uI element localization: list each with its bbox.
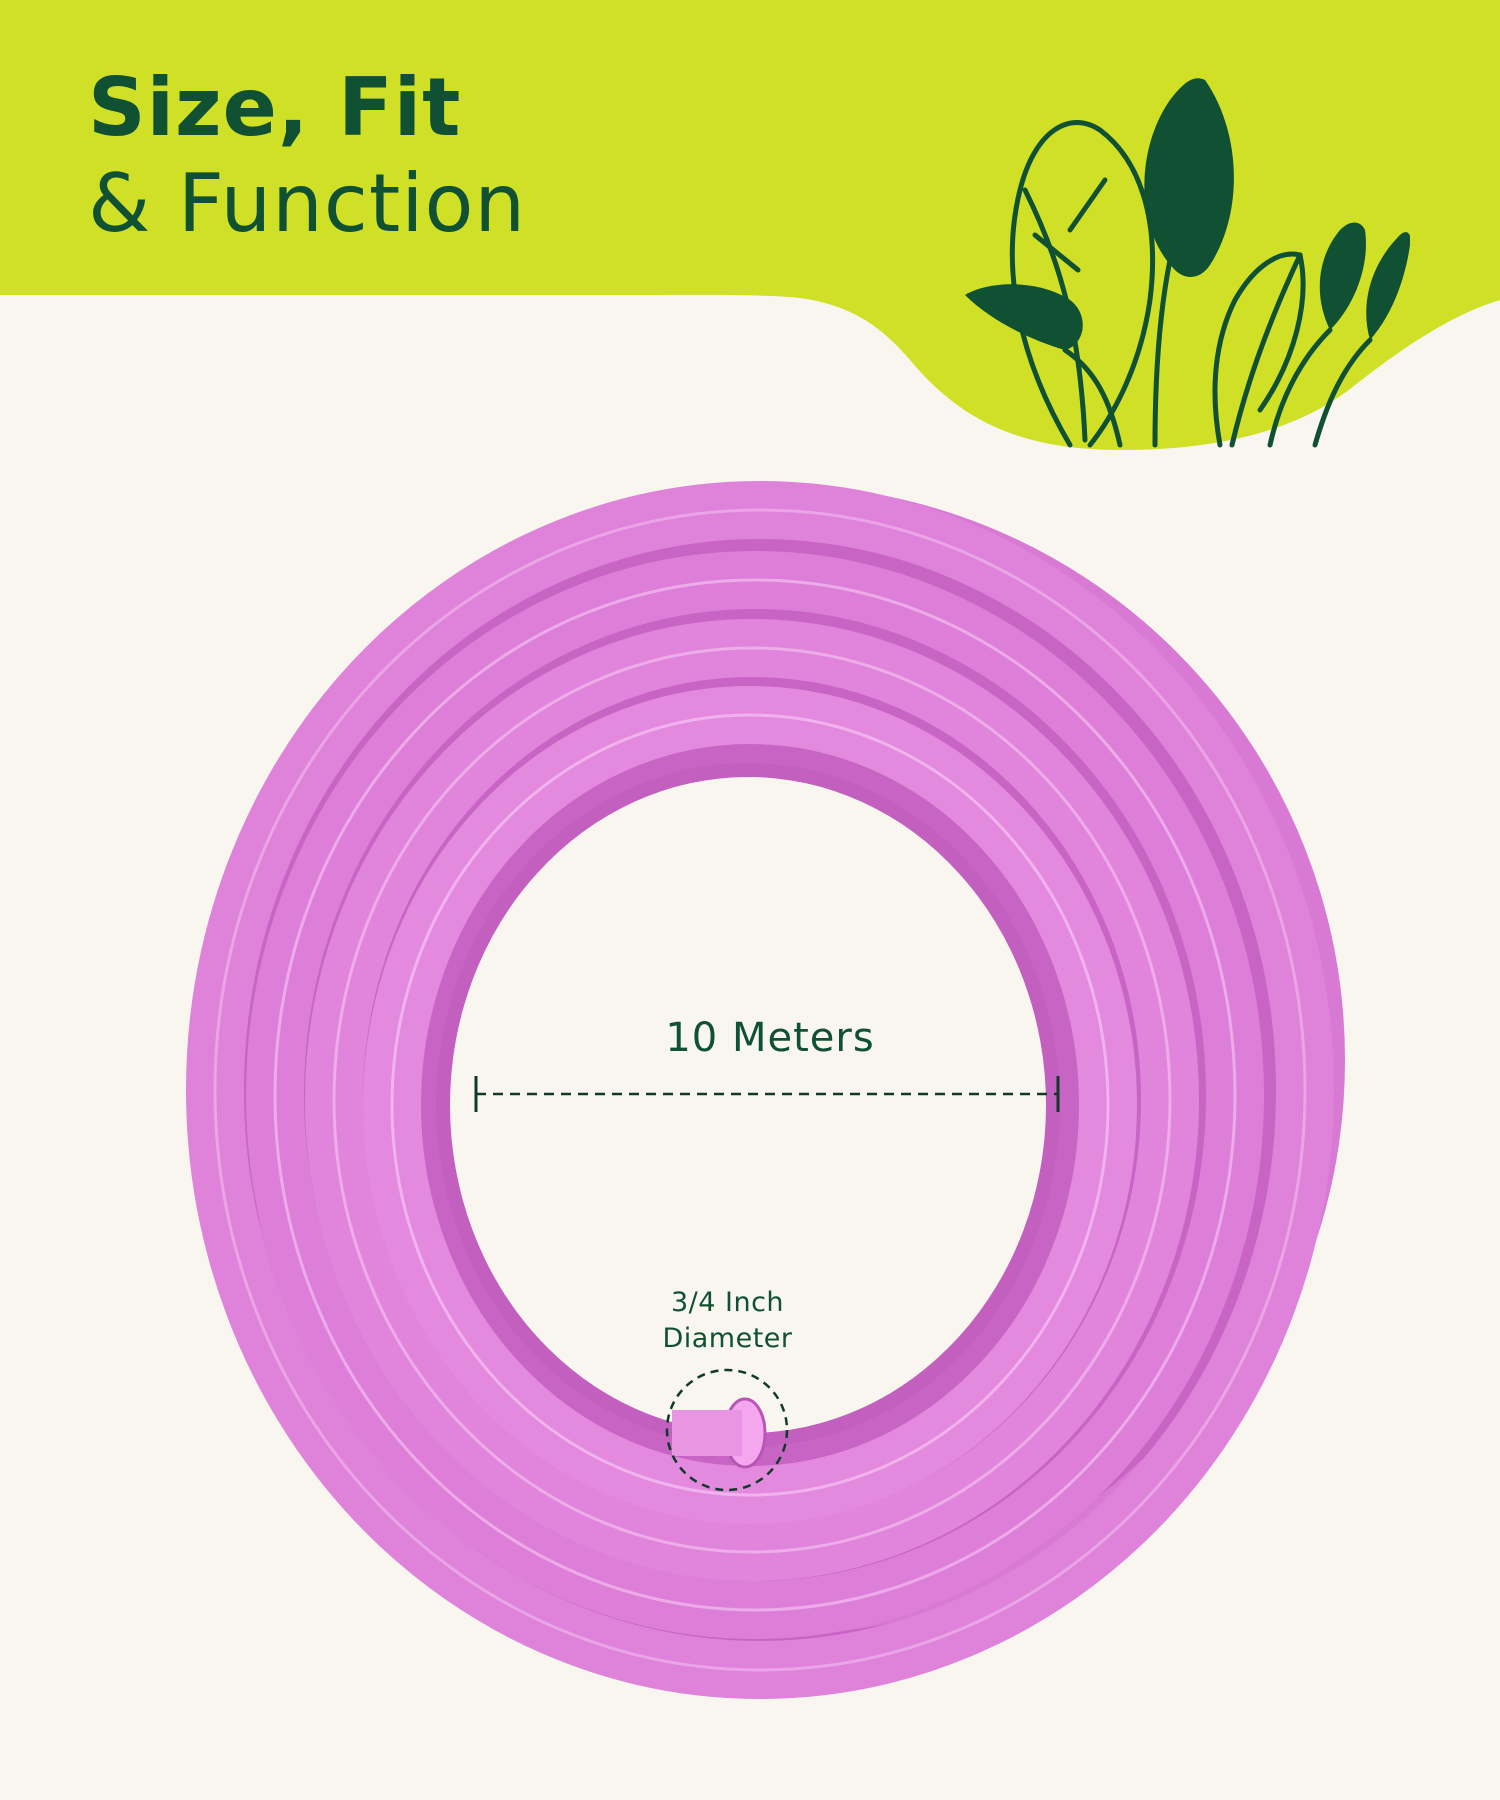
title-line-1: Size, Fit [88,61,462,154]
title-line-2: & Function [88,157,527,250]
diameter-label-line-1: 3/4 Inch [670,1287,785,1318]
diameter-label: 3/4 Inch Diameter [600,1285,855,1358]
length-label: 10 Meters [665,1015,875,1061]
header-band [0,0,1500,450]
leaves-icon [965,78,1410,448]
page-title: Size, Fit & Function [88,60,526,252]
diameter-label-line-2: Diameter [662,1323,793,1355]
